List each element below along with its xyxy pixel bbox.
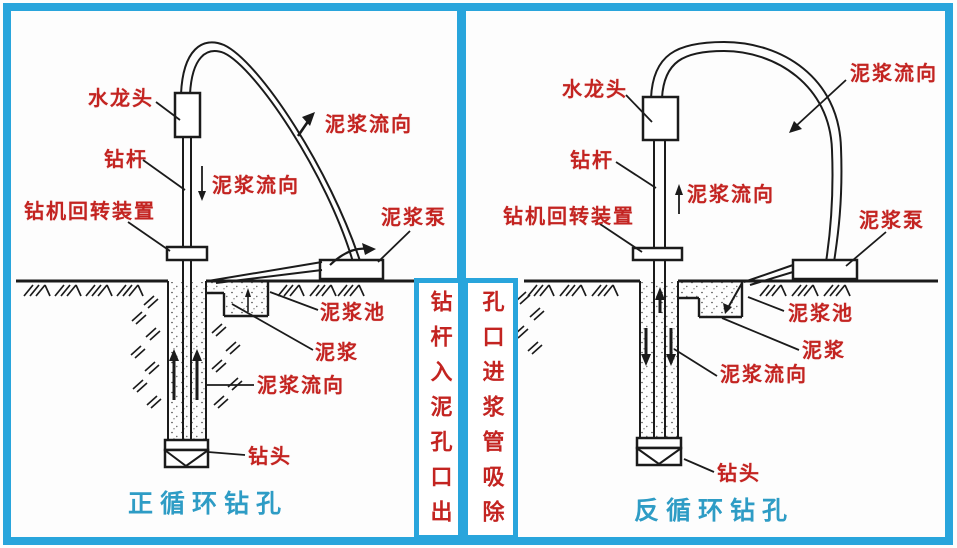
left-label-flow-rod: 泥浆流向 bbox=[212, 173, 300, 197]
right-label-pump: 泥浆泵 bbox=[859, 208, 925, 232]
right-label-mud-pit: 泥浆池 bbox=[788, 301, 854, 325]
right-label-flow-arc: 泥浆流向 bbox=[850, 61, 938, 85]
right-label-flow-rod: 泥浆流向 bbox=[687, 182, 775, 206]
right-label-rotary: 钻机回转装置 bbox=[503, 204, 635, 228]
right-label-bit: 钻头 bbox=[717, 461, 761, 485]
left-label-flow-arc: 泥浆流向 bbox=[325, 112, 413, 136]
left-label-pump: 泥浆泵 bbox=[381, 205, 447, 229]
left-label-mud: 泥浆 bbox=[315, 340, 359, 364]
left-caption: 正循环钻孔 bbox=[128, 489, 289, 518]
right-label-swivel: 水龙头 bbox=[562, 77, 628, 101]
left-label-swivel: 水龙头 bbox=[88, 86, 154, 110]
center-box-positive-summary: 钻杆入泥孔口出 bbox=[414, 278, 463, 540]
left-label-rotary: 钻机回转装置 bbox=[24, 199, 156, 223]
left-label-bit: 钻头 bbox=[248, 444, 292, 468]
center-box-reverse-summary: 孔口进浆管吸除 bbox=[463, 278, 518, 540]
left-label-flow-hole: 泥浆流向 bbox=[257, 373, 345, 397]
center-box-reverse-text: 孔口进浆管吸除 bbox=[478, 290, 504, 535]
center-box-positive-text: 钻杆入泥孔口出 bbox=[426, 290, 452, 535]
panel-divider bbox=[457, 3, 466, 283]
right-label-drill-rod: 钻杆 bbox=[570, 148, 614, 172]
right-caption: 反循环钻孔 bbox=[634, 496, 795, 525]
left-label-mud-pit: 泥浆池 bbox=[320, 300, 386, 324]
right-label-mud: 泥浆 bbox=[802, 338, 846, 362]
left-label-drill-rod: 钻杆 bbox=[104, 147, 148, 171]
right-label-flow-hole: 泥浆流向 bbox=[720, 362, 808, 386]
